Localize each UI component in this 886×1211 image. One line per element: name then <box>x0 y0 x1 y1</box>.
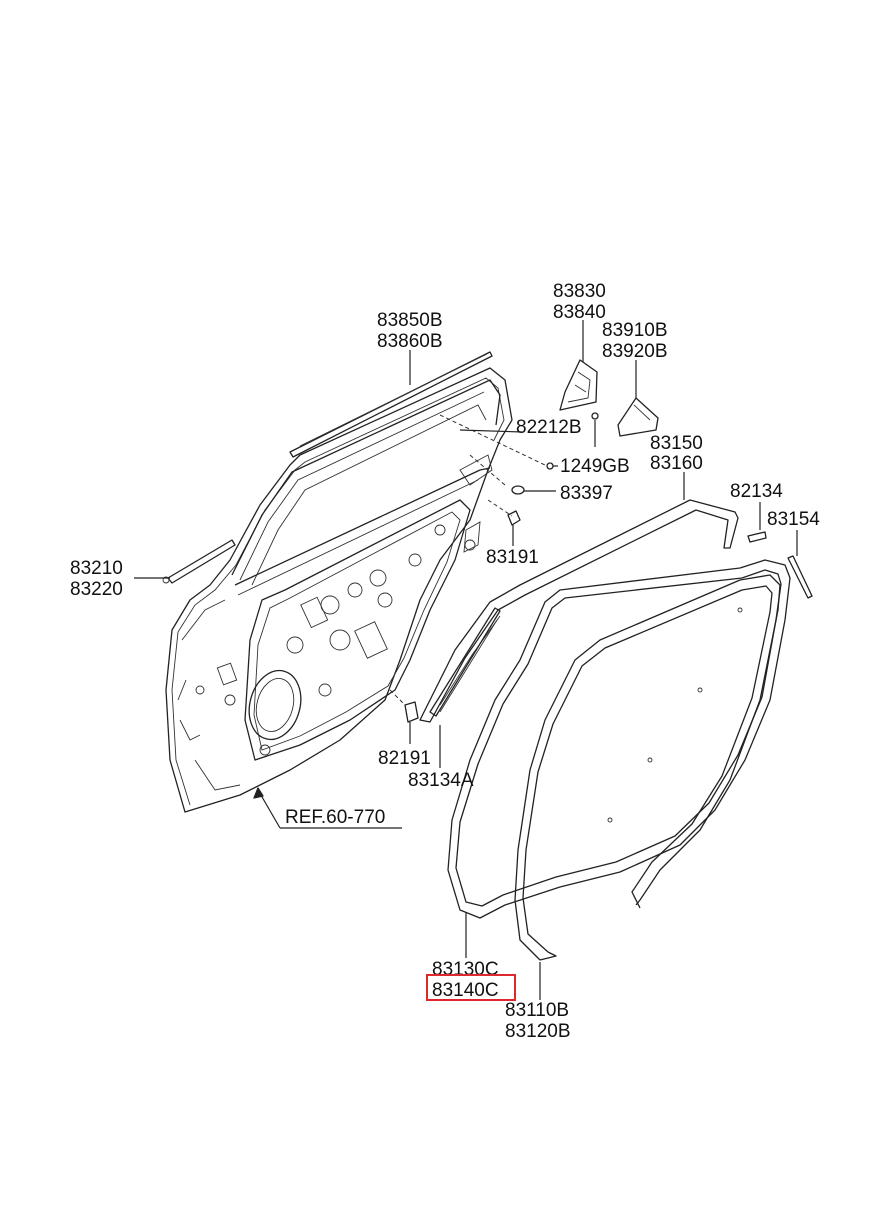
label-83160: 83160 <box>650 453 703 474</box>
label-83220: 83220 <box>70 579 123 600</box>
label-82191: 82191 <box>378 748 431 769</box>
label-83920B: 83920B <box>602 341 668 362</box>
label-83154: 83154 <box>767 509 820 530</box>
leader-lines <box>134 320 798 1000</box>
body-weatherstrip-drawing <box>447 559 791 919</box>
frame-weatherstrip-drawing <box>419 499 739 723</box>
label-83850B: 83850B <box>377 310 443 331</box>
highlight-box-83140C <box>426 974 516 1001</box>
label-83134A: 83134A <box>408 770 474 791</box>
garnish-drawing <box>617 397 659 437</box>
glass-run-channel-drawing <box>429 607 501 717</box>
label-1249GB: 1249GB <box>560 456 630 477</box>
label-83140C: 83140C <box>432 980 499 1001</box>
label-83830: 83830 <box>553 281 606 302</box>
fasteners-drawing <box>404 412 813 723</box>
label-ref-60-770: REF.60-770 <box>285 807 385 828</box>
door-panel-drawing <box>165 367 546 813</box>
label-83860B: 83860B <box>377 331 443 352</box>
label-82134: 82134 <box>730 481 783 502</box>
label-83150: 83150 <box>650 433 703 454</box>
label-83110B: 83110B <box>505 1000 569 1021</box>
label-83191: 83191 <box>486 547 539 568</box>
door-weatherstrip-drawing <box>514 574 781 961</box>
label-83910B: 83910B <box>602 320 668 341</box>
delta-molding-drawing <box>559 359 598 411</box>
label-83130C: 83130C <box>432 959 499 980</box>
outer-belt-strip-drawing <box>289 351 493 458</box>
delta-cover-strip-drawing <box>162 539 236 584</box>
label-83210: 83210 <box>70 558 123 579</box>
part-labels: 83850B 83860B 83830 83840 83910B 83920B … <box>70 281 820 1042</box>
label-83840: 83840 <box>553 302 606 323</box>
label-83120B: 83120B <box>505 1021 571 1042</box>
label-82212B: 82212B <box>516 417 582 438</box>
label-83397: 83397 <box>560 483 613 504</box>
